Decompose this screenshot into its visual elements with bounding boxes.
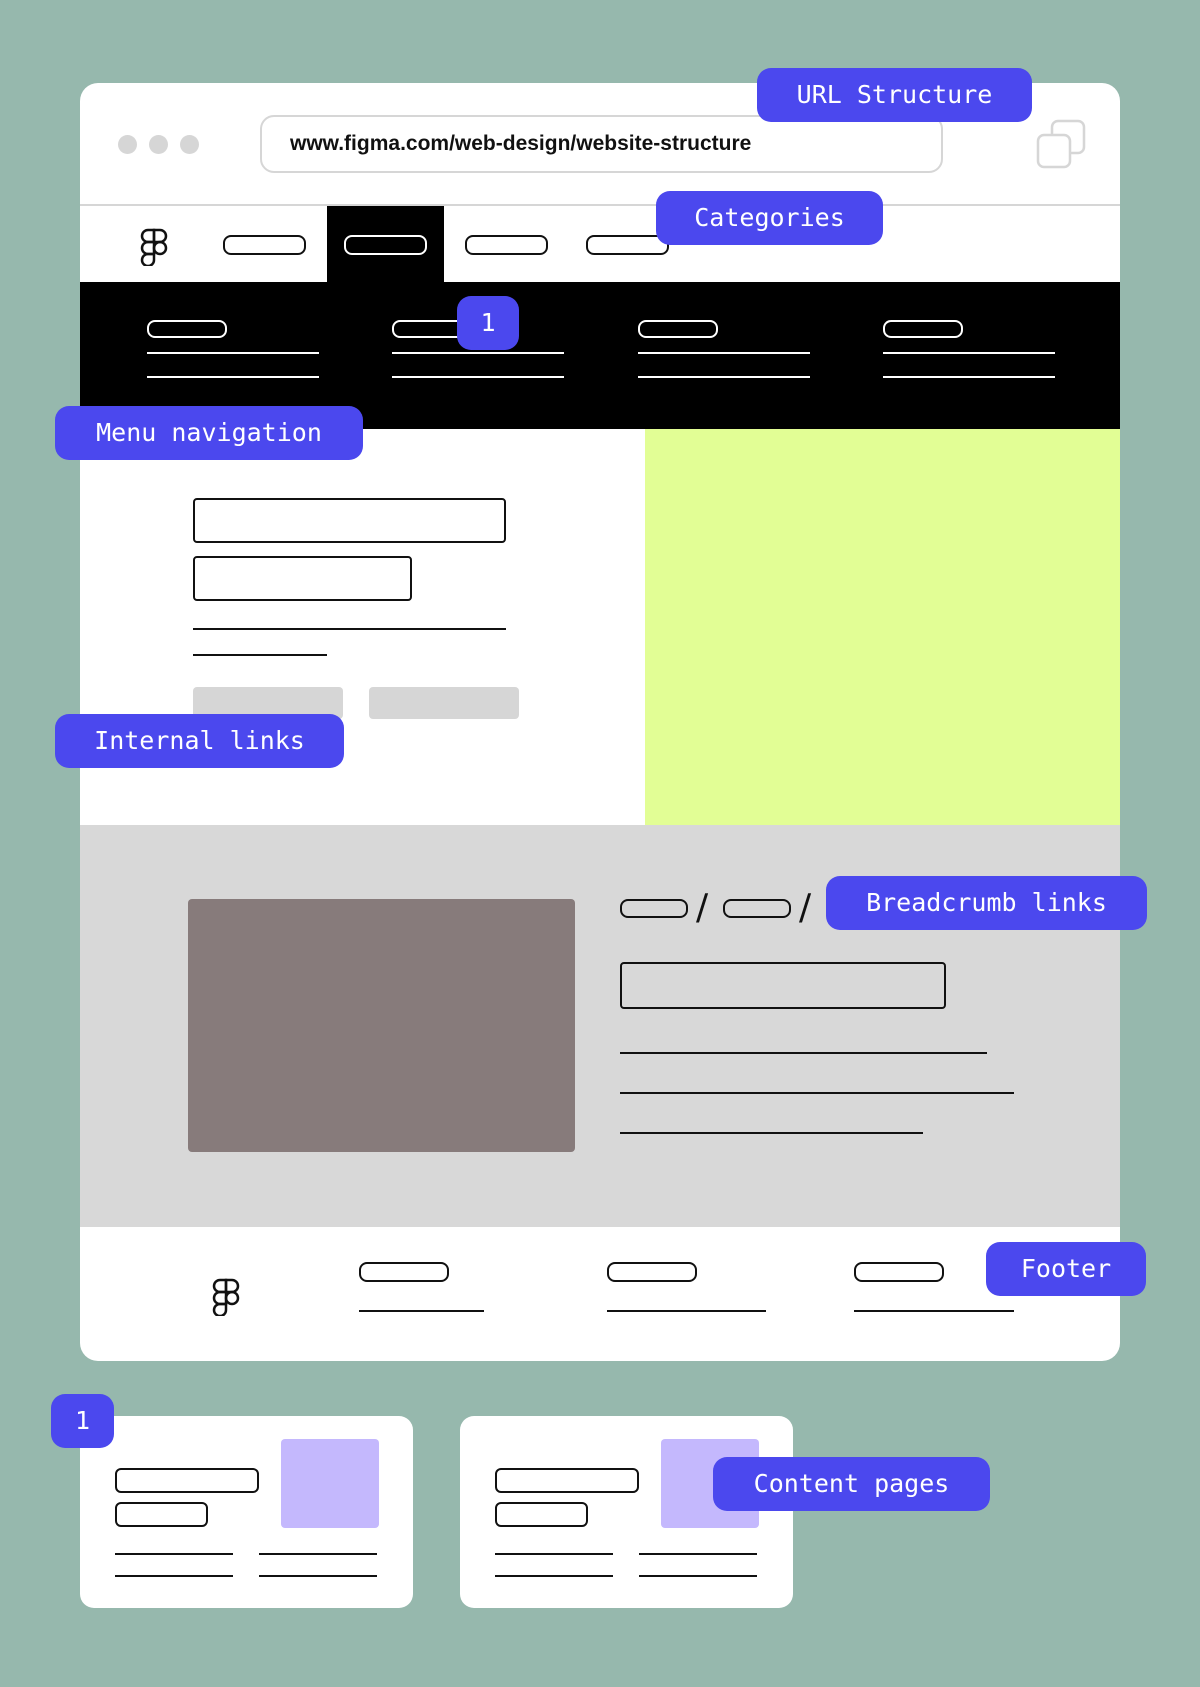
card-text-line [639,1575,757,1577]
hero-heading-line-2 [193,556,412,601]
card-text-line [259,1575,377,1577]
content-text-line [620,1052,987,1054]
menu-column-3-link[interactable] [638,352,810,354]
card-text-line [259,1553,377,1555]
card-text-line [495,1553,613,1555]
footer-column-2-link[interactable] [607,1310,766,1312]
hero-text-line [193,654,327,656]
copy-window-icon[interactable] [1034,117,1090,171]
content-heading [620,962,946,1009]
nav-item-2[interactable] [344,235,427,255]
label-categories: Categories [656,191,883,245]
content-text-line [620,1132,923,1134]
label-breadcrumb-links: Breadcrumb links [826,876,1147,930]
label-url-structure: URL Structure [757,68,1032,122]
label-footer: Footer [986,1242,1146,1296]
url-bar[interactable]: www.figma.com/web-design/website-structu… [260,115,943,173]
menu-column-4-title[interactable] [883,320,963,338]
label-internal-links: Internal links [55,714,344,768]
content-text-line [620,1092,1014,1094]
label-content-pages: Content pages [713,1457,990,1511]
hero-text-line [193,628,506,630]
menu-column-2-link[interactable] [392,352,564,354]
footer-column-3-title[interactable] [854,1262,944,1282]
hero-image [645,429,1120,825]
menu-column-3-link[interactable] [638,376,810,378]
card-heading-line-2 [495,1502,588,1527]
browser-window: www.figma.com/web-design/website-structu… [80,83,1120,1361]
hero-button-primary[interactable] [193,687,343,719]
footer-column-3-link[interactable] [854,1310,1014,1312]
content-page-card-2[interactable] [460,1416,793,1608]
menu-column-3-title[interactable] [638,320,718,338]
window-dot-3[interactable] [180,135,199,154]
breadcrumb-separator: / [696,887,709,928]
content-page-card-1[interactable] [80,1416,413,1608]
menu-column-2-link[interactable] [392,376,564,378]
card-heading-line-2 [115,1502,208,1527]
label-menu-badge: 1 [457,296,519,350]
footer-column-2-title[interactable] [607,1262,697,1282]
hero-heading-line-1 [193,498,506,543]
breadcrumb-separator: / [799,887,812,928]
hero-button-secondary[interactable] [369,687,519,719]
chrome-divider [80,204,1120,206]
nav-item-1[interactable] [223,235,306,255]
nav-item-4[interactable] [586,235,669,255]
window-dot-1[interactable] [118,135,137,154]
card-text-line [639,1553,757,1555]
card-heading-line-1 [495,1468,639,1493]
label-content-badge: 1 [51,1394,114,1448]
nav-item-3[interactable] [465,235,548,255]
footer-column-1-title[interactable] [359,1262,449,1282]
window-controls-icon [118,135,199,154]
menu-column-1-title[interactable] [147,320,227,338]
window-dot-2[interactable] [149,135,168,154]
footer-column-1-link[interactable] [359,1310,484,1312]
menu-navigation-dropdown [80,282,1120,429]
breadcrumb-item-1[interactable] [620,899,688,918]
figma-logo-icon[interactable] [140,228,168,268]
menu-column-1-link[interactable] [147,376,319,378]
breadcrumb-item-2[interactable] [723,899,791,918]
card-heading-line-1 [115,1468,259,1493]
menu-column-4-link[interactable] [883,376,1055,378]
menu-column-1-link[interactable] [147,352,319,354]
card-image [281,1439,379,1528]
card-text-line [115,1553,233,1555]
footer-figma-logo-icon[interactable] [212,1278,240,1318]
menu-column-4-link[interactable] [883,352,1055,354]
card-text-line [115,1575,233,1577]
card-text-line [495,1575,613,1577]
content-image [188,899,575,1152]
label-menu-navigation: Menu navigation [55,406,363,460]
